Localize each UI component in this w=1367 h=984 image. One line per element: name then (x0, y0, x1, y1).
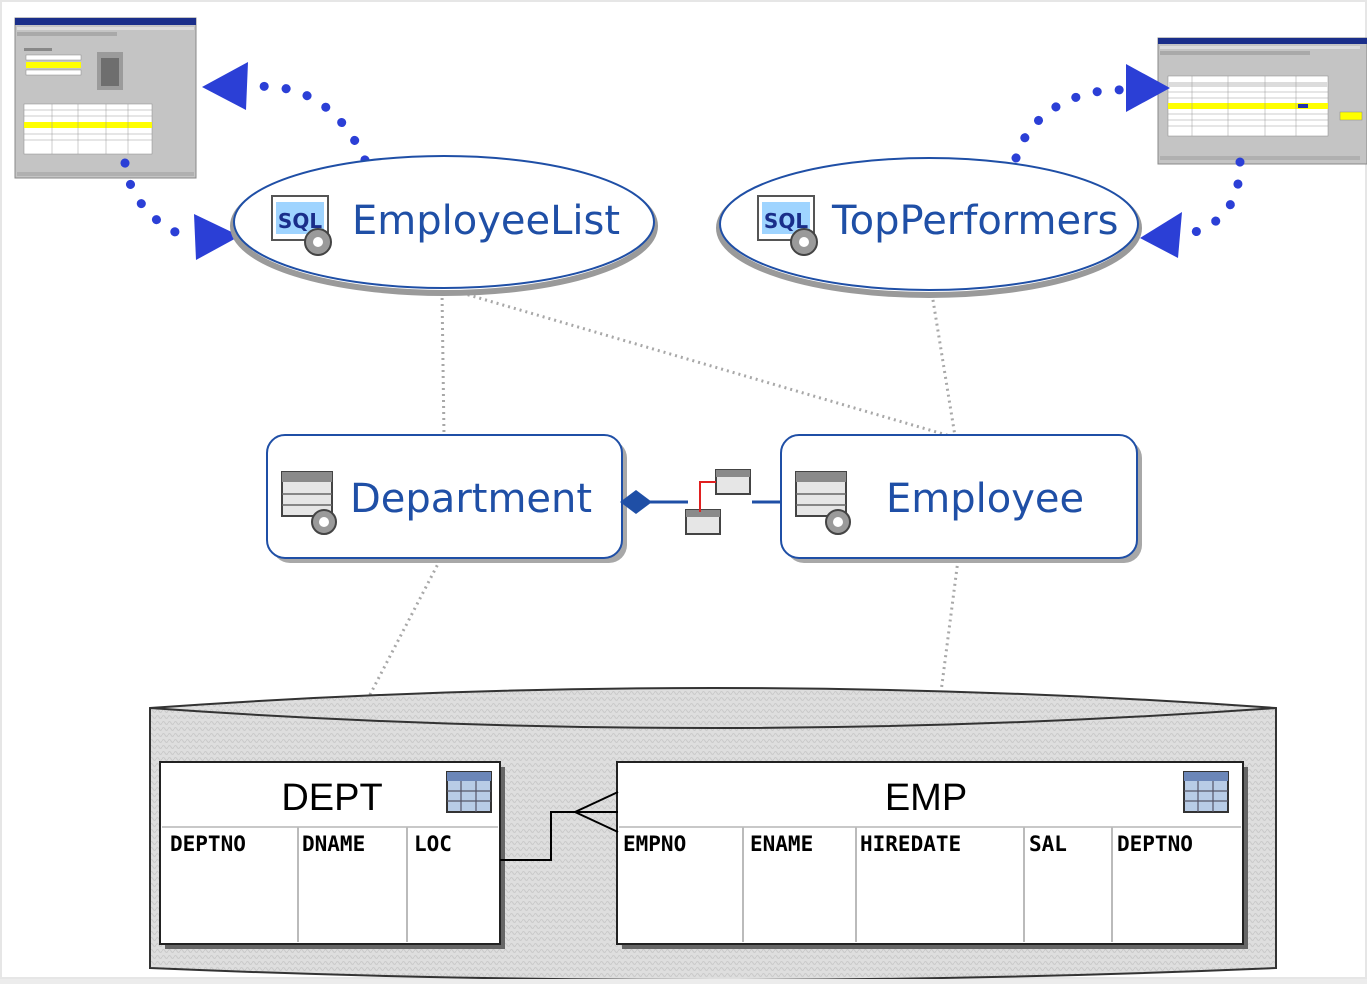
column-deptno: DEPTNO (170, 832, 246, 856)
column-ename: ENAME (750, 832, 813, 856)
arrowhead-right-top (1126, 64, 1170, 112)
composition-diamond (620, 490, 652, 514)
sql-icon: SQL (271, 195, 332, 256)
table-icon (446, 771, 492, 813)
top-performers-form-thumbnail (1157, 37, 1367, 165)
employee-list-label: EmployeeList (352, 198, 620, 244)
association-icon (685, 469, 751, 535)
entity-icon (281, 471, 337, 535)
arrowhead-left-bottom (194, 214, 240, 260)
arrowhead-left-top (202, 62, 248, 110)
column-empno: EMPNO (623, 832, 686, 856)
entity-object-department[interactable]: Department (266, 434, 627, 563)
department-label: Department (350, 476, 592, 522)
column-sal: SAL (1029, 832, 1067, 856)
column-dname: DNAME (302, 832, 365, 856)
table-emp[interactable]: EMP EMPNO ENAME HIREDATE SAL DEPTNO (616, 761, 1248, 949)
emp-table-title: EMP (885, 777, 967, 819)
foreign-key-connector[interactable] (500, 791, 619, 861)
table-icon (1183, 771, 1229, 813)
arrowhead-right-bottom (1140, 212, 1182, 258)
view-object-employee-list[interactable]: SQL EmployeeList (230, 155, 658, 296)
column-emp-deptno: DEPTNO (1117, 832, 1193, 856)
column-loc: LOC (414, 832, 452, 856)
sql-icon: SQL (757, 195, 818, 256)
entity-object-employee[interactable]: Employee (780, 434, 1142, 563)
table-dept[interactable]: DEPT DEPTNO DNAME LOC (159, 761, 505, 949)
column-hiredate: HIREDATE (860, 832, 961, 856)
view-object-top-performers[interactable]: SQL TopPerformers (716, 157, 1142, 298)
employee-list-form-thumbnail (14, 17, 197, 179)
form-binding-arrows (120, 62, 1245, 260)
top-performers-label: TopPerformers (831, 198, 1118, 244)
dept-table-title: DEPT (281, 777, 382, 819)
entity-icon (795, 471, 851, 535)
employee-label: Employee (886, 476, 1084, 522)
association-connector[interactable] (620, 469, 781, 535)
